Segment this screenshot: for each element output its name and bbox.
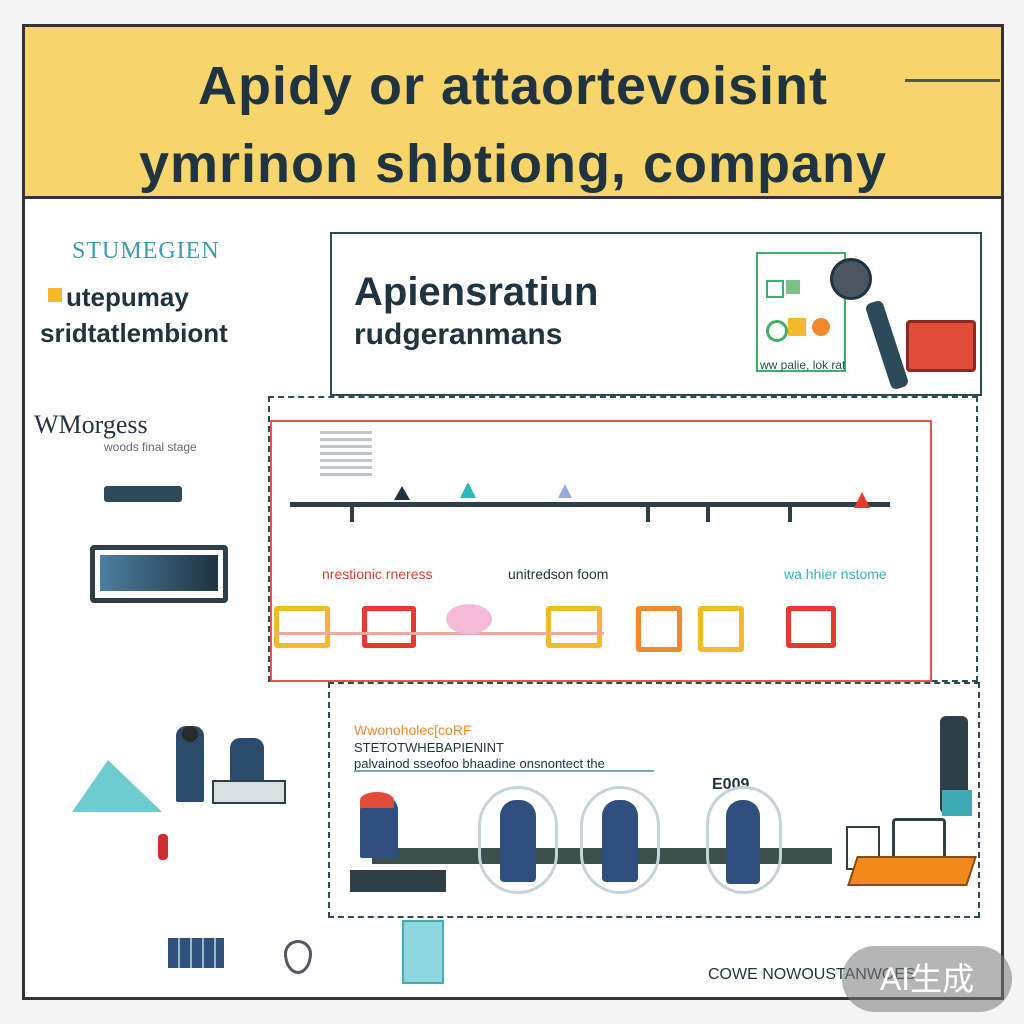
operator-1-cap xyxy=(360,792,394,808)
panel-icon-5 xyxy=(812,318,830,336)
operator-2 xyxy=(500,800,536,882)
up-arrow-icon-2 xyxy=(460,482,476,498)
up-arrow-icon-1 xyxy=(394,486,410,500)
robot-sensor-icon xyxy=(830,258,872,300)
process-step-1 xyxy=(274,606,330,648)
title-line-2: ymrinon shbtiong, company xyxy=(138,134,888,194)
top-box-caption: ww palie, lok rat xyxy=(760,358,846,372)
conveyor-icon xyxy=(104,486,182,502)
panel-icon-3 xyxy=(766,320,788,342)
red-pin-icon xyxy=(158,834,168,860)
workflow-box xyxy=(328,682,980,918)
timeline-tick-4 xyxy=(788,504,792,522)
process-step-6 xyxy=(786,606,836,648)
process-inner-box xyxy=(270,420,932,682)
process-connector xyxy=(274,632,604,635)
battery-stack-icon xyxy=(168,938,224,968)
process-step-2 xyxy=(362,606,416,648)
operator-3 xyxy=(602,800,638,882)
timeline-tick-2 xyxy=(646,504,650,522)
process-label-mid: unitredson foom xyxy=(508,566,609,582)
wmg-subtitle: woods final stage xyxy=(104,440,197,454)
process-timeline xyxy=(290,502,890,507)
diamond-marker-icon xyxy=(854,492,870,508)
panel-icon-2 xyxy=(786,280,800,294)
process-step-5 xyxy=(698,606,744,652)
up-arrow-icon-3 xyxy=(558,484,572,498)
panel-icon-4 xyxy=(788,318,806,336)
workflow-heading-blue: palvainod sseofoo bhaadine onsnontect th… xyxy=(354,756,605,771)
process-label-right: wa hhier nstome xyxy=(784,566,887,582)
data-stack-icon xyxy=(320,428,372,476)
operator-bubble-2 xyxy=(478,786,558,894)
process-step-3 xyxy=(546,606,602,648)
process-label-left: nrestionic rneress xyxy=(322,566,433,582)
cart-platform-icon xyxy=(847,856,977,886)
process-step-4 xyxy=(636,606,682,652)
top-box-title-1: Apiensratiun xyxy=(354,270,599,314)
timeline-tick-1 xyxy=(350,504,354,522)
operator-bubble-3 xyxy=(580,786,660,894)
teal-device-icon xyxy=(402,920,444,984)
teal-base-icon xyxy=(942,790,972,816)
workflow-heading-orange: Wwonoholec[coRF xyxy=(354,722,472,738)
operator-bubble-4 xyxy=(706,786,782,894)
worker-head-1 xyxy=(182,726,198,742)
ai-badge: AI生成 xyxy=(842,946,1012,1012)
wmg-title: WMorgess xyxy=(34,410,148,439)
top-box-title-2: rudgeranmans xyxy=(354,318,563,351)
factory-machine-icon xyxy=(906,320,976,372)
operator-1-desk xyxy=(350,870,446,892)
panel-icon-1 xyxy=(766,280,784,298)
pink-blob-icon xyxy=(446,604,492,634)
workflow-heading-dark: STETOTWHEBAPIENINT xyxy=(354,740,504,755)
top-info-box xyxy=(330,232,982,396)
timeline-tick-3 xyxy=(706,504,710,522)
title-banner: Apidy or attaortevoisint ymrinon shbtion… xyxy=(25,27,1001,199)
control-panel xyxy=(756,252,846,372)
title-line-1: Apidy or attaortevoisint xyxy=(197,56,829,116)
left-label-line-2: sridtatlembiont xyxy=(40,318,228,348)
operator-4 xyxy=(726,800,760,884)
workflow-divider xyxy=(354,770,654,772)
yellow-marker xyxy=(48,288,62,302)
left-label-line-1: utepumay xyxy=(66,282,189,312)
left-label-top: STUMEGIEN xyxy=(72,238,220,264)
worker-desk xyxy=(212,780,286,804)
worker-figure-2 xyxy=(230,738,264,788)
title-rule xyxy=(905,79,1000,82)
monitor-screen xyxy=(100,555,218,591)
shield-icon xyxy=(284,940,312,974)
